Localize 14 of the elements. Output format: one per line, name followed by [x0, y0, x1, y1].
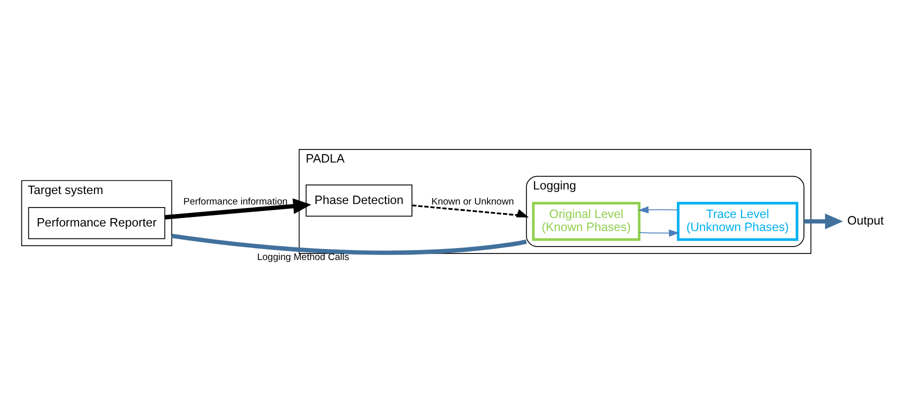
connector — [171, 233, 527, 254]
node-box: Performance Reporter — [28, 206, 166, 239]
edge-label: Performance information — [183, 196, 288, 208]
arrow — [638, 206, 678, 213]
node-text: Output — [847, 213, 884, 228]
edge-label: Known or Unknown — [431, 196, 514, 208]
arrow — [804, 213, 844, 229]
edge-label: Logging Method Calls — [257, 251, 350, 262]
arrow — [164, 198, 312, 219]
node-box: Trace Level (Unknown Phases) — [676, 201, 798, 240]
arrow — [412, 204, 529, 217]
node-box: Phase Detection — [306, 184, 412, 216]
node-box: Original Level (Known Phases) — [532, 201, 640, 240]
arrow — [639, 228, 680, 236]
